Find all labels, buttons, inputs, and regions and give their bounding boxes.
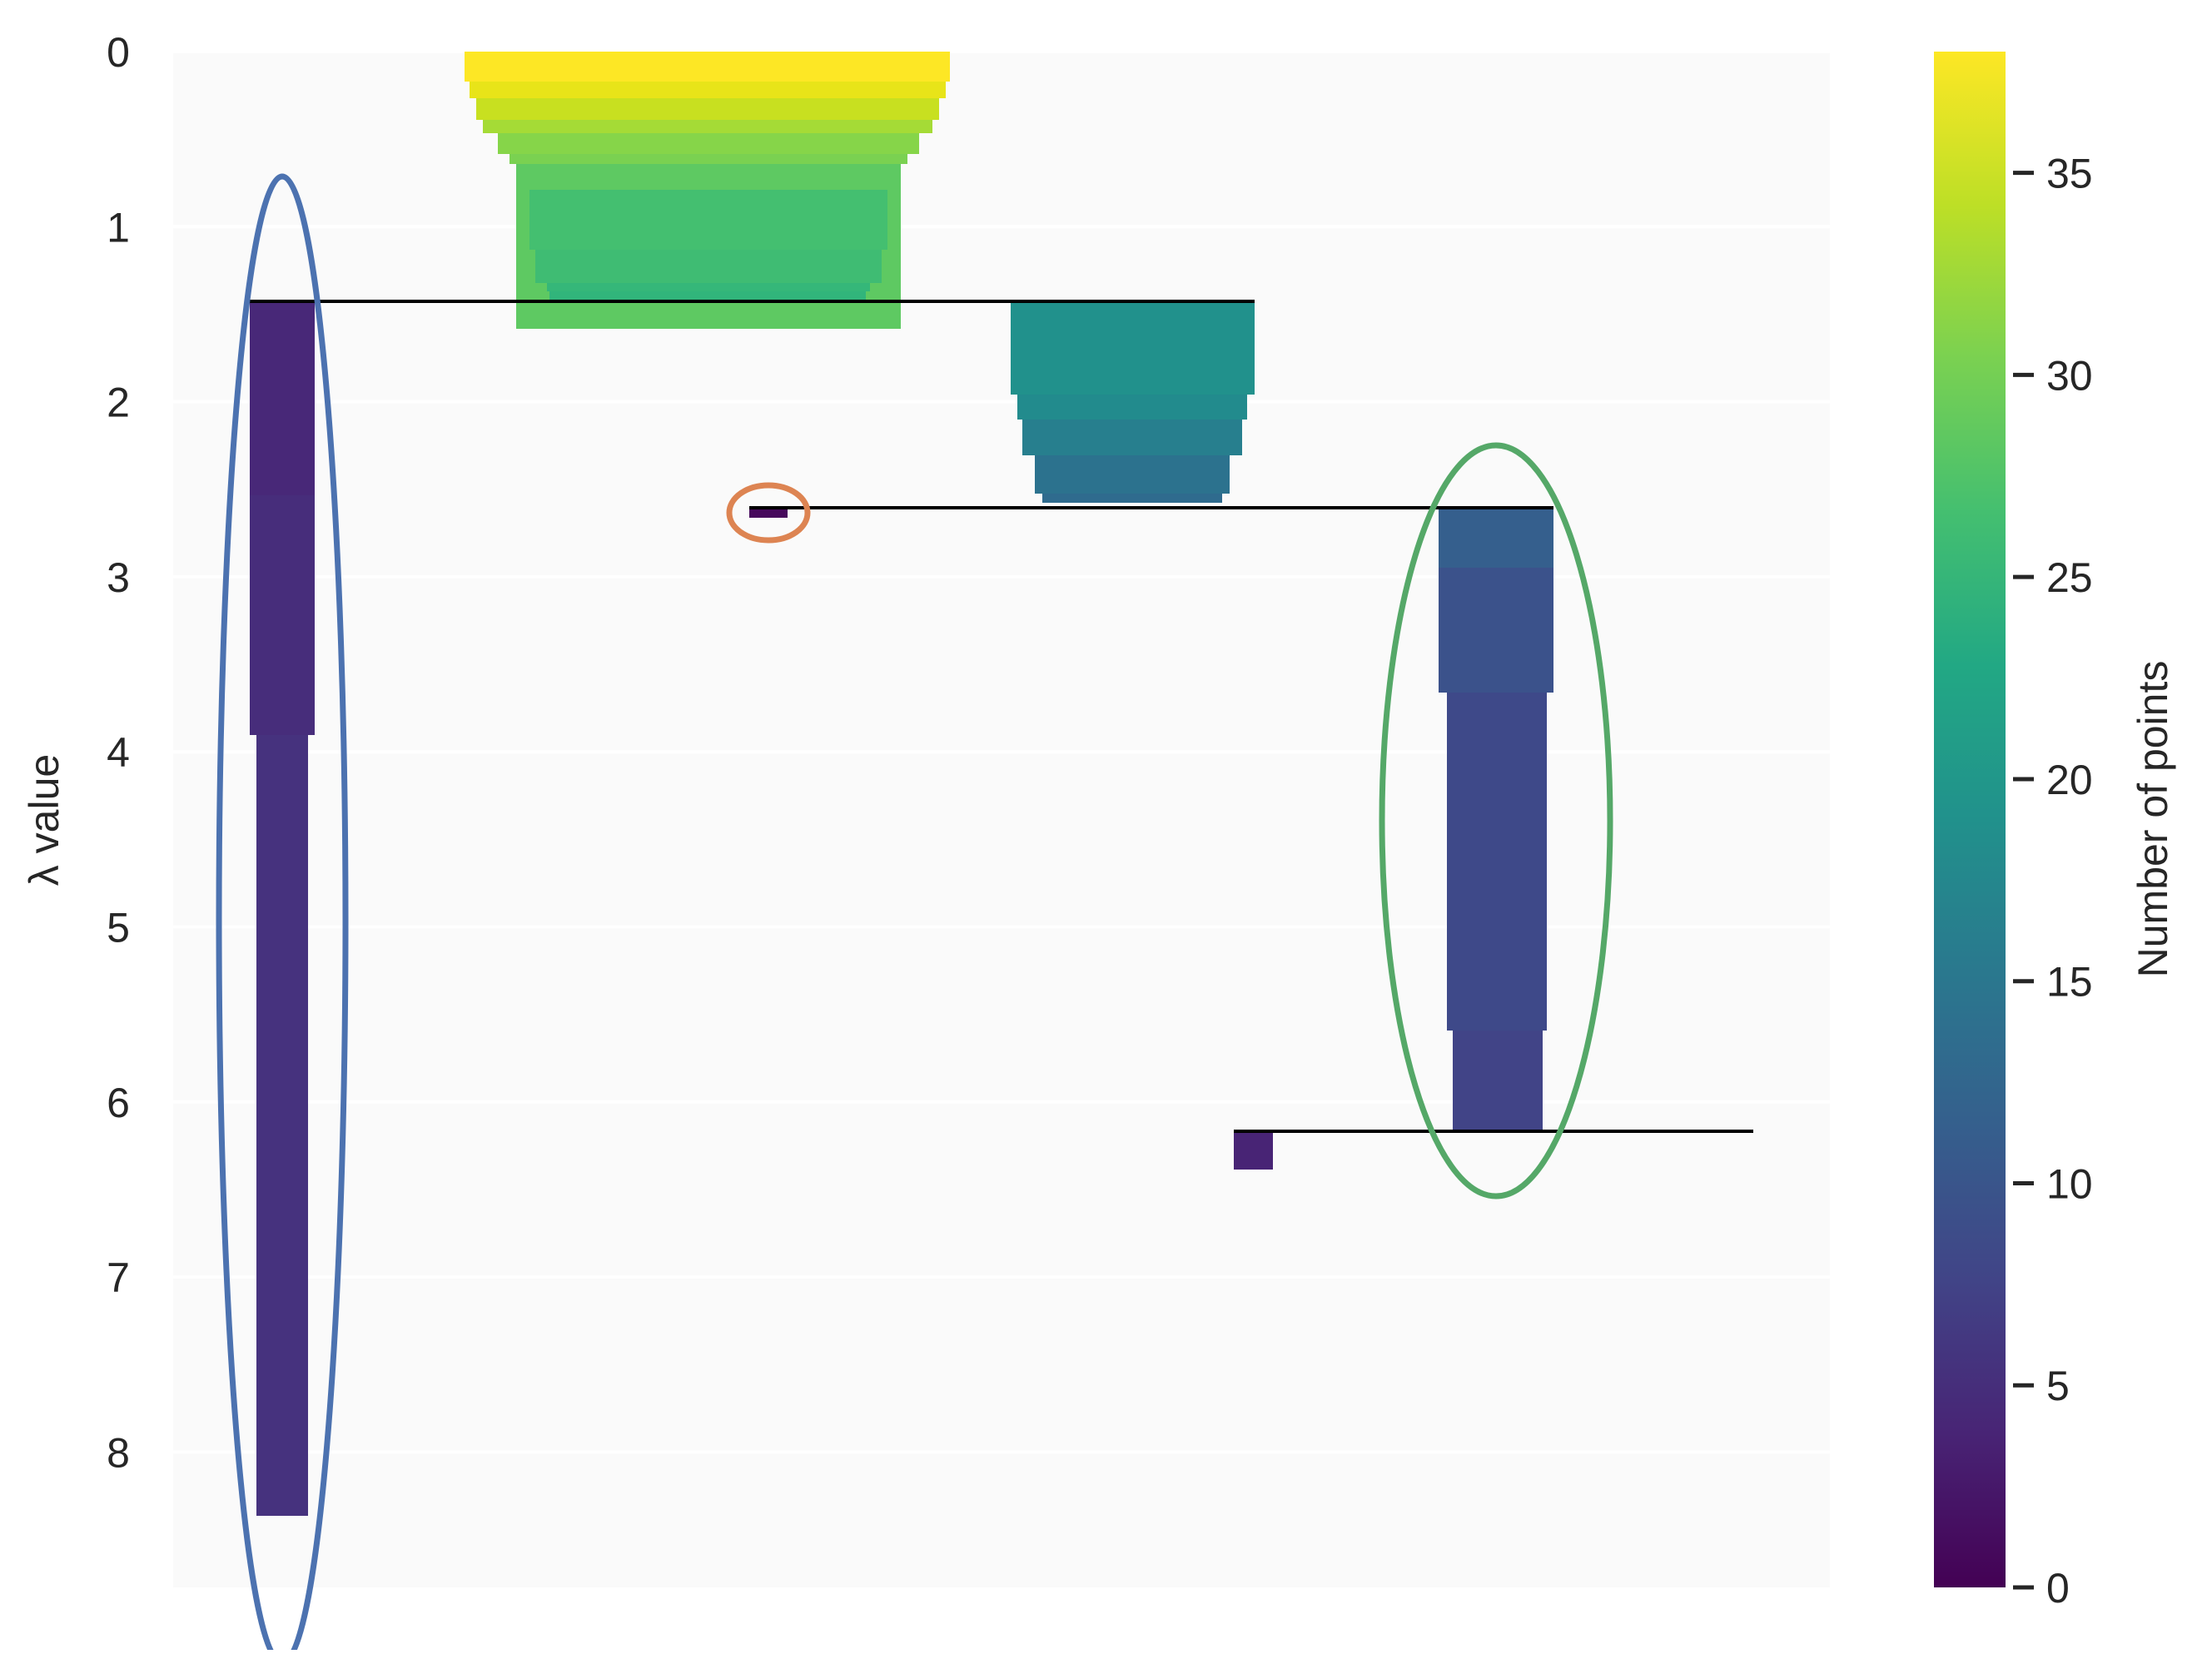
y-tick-label: 8 [107, 1429, 130, 1476]
bar-right-4 [1453, 1031, 1543, 1131]
bar-root-10 [547, 283, 870, 291]
colorbar-ticks: 0 5 10 15 20 25 30 35 [2013, 151, 2093, 1612]
y-tick-labels: 0 1 2 3 4 5 6 7 8 [107, 29, 130, 1476]
branch-bars [250, 52, 1553, 1516]
colorbar-tick-label: 15 [2046, 959, 2093, 1006]
bar-inner-2 [1017, 395, 1247, 420]
colorbar-tick-label: 35 [2046, 151, 2093, 197]
split-lines [250, 300, 1753, 1133]
cluster-selections [216, 173, 1613, 1654]
y-tick-label: 7 [107, 1254, 130, 1301]
colorbar-tick-label: 30 [2046, 352, 2093, 399]
bar-root-3 [476, 98, 939, 120]
bar-right-3 [1447, 693, 1547, 1031]
bar-root-11 [549, 291, 866, 301]
bar-root-4 [483, 120, 932, 133]
selection-ellipse-right [1379, 442, 1613, 1200]
colorbar-tick-label: 20 [2046, 757, 2093, 803]
y-tick-label: 1 [107, 204, 130, 251]
y-tick-label: 3 [107, 554, 130, 601]
bar-left-3 [256, 735, 308, 1516]
bar-inner-1 [1011, 301, 1255, 395]
bar-inner-5 [1042, 494, 1222, 503]
bar-root-1 [465, 52, 950, 82]
y-tick-label: 0 [107, 29, 130, 76]
y-axis-label: λ value [21, 754, 67, 886]
bar-right-2 [1439, 568, 1553, 693]
bar-root-2 [470, 82, 946, 98]
colorbar-label: Number of points [2130, 661, 2176, 978]
colorbar-tick-label: 0 [2046, 1565, 2070, 1612]
bar-tiny [749, 509, 788, 518]
selection-ellipse-left [216, 173, 349, 1654]
colorbar-tick-label: 5 [2046, 1363, 2070, 1409]
bar-root-8 [529, 190, 887, 250]
bar-left-2 [250, 495, 315, 735]
colorbar-tick-label: 25 [2046, 554, 2093, 601]
grid-lines [173, 50, 1830, 1454]
bar-inner-3 [1022, 420, 1242, 455]
y-tick-label: 2 [107, 380, 130, 426]
bar-root-5 [498, 133, 919, 154]
selection-ellipse-tiny [726, 482, 811, 544]
colorbar [1934, 52, 2006, 1587]
bar-right-1 [1439, 508, 1553, 568]
bar-root-6 [510, 154, 907, 164]
colorbar-tick-label: 10 [2046, 1160, 2093, 1207]
bar-small [1234, 1131, 1273, 1170]
plot-area [173, 52, 1830, 1587]
bar-left-1 [250, 301, 315, 495]
y-tick-label: 5 [107, 905, 130, 951]
bar-inner-4 [1035, 455, 1230, 494]
y-tick-label: 6 [107, 1080, 130, 1126]
bar-root-9 [535, 250, 882, 283]
y-tick-label: 4 [107, 729, 130, 776]
